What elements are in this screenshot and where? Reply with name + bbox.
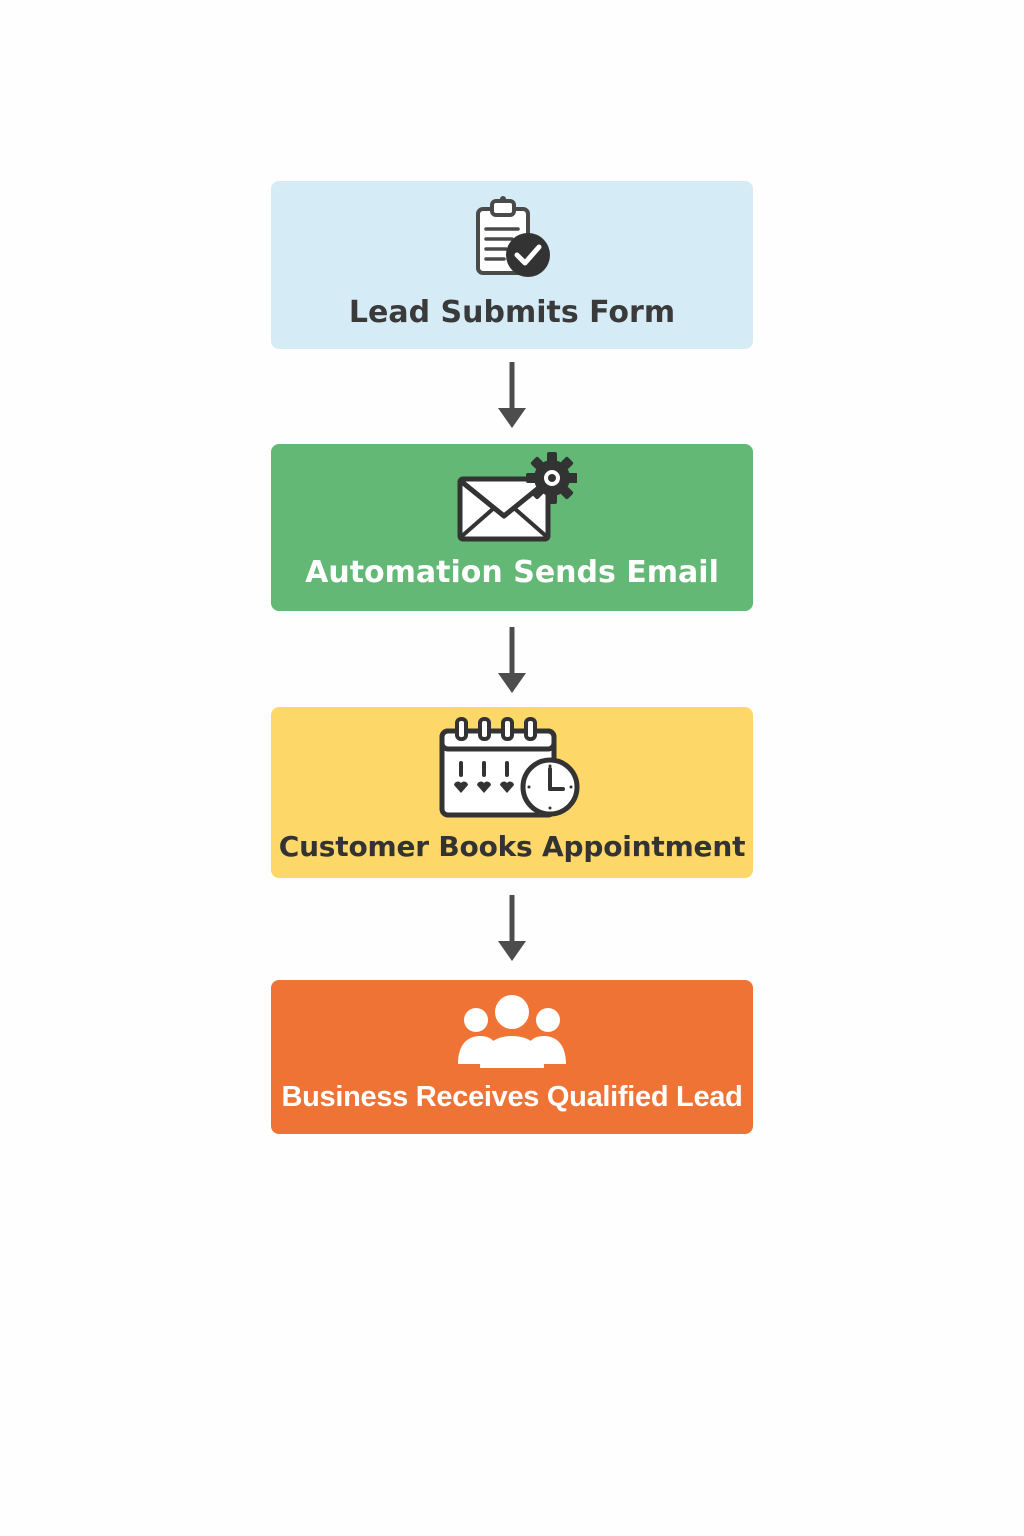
arrow-down-icon [498, 627, 526, 693]
step-label: Customer Books Appointment [278, 830, 746, 863]
step-label: Automation Sends Email [305, 555, 719, 590]
step-label: Business Receives Qualified Lead [281, 1081, 743, 1113]
clipboard-check-icon [476, 196, 550, 277]
people-group-icon [458, 995, 566, 1068]
step-label: Lead Submits Form [348, 295, 676, 330]
arrow-down-icon [498, 895, 526, 961]
step-business-receives-qualified-lead: Business Receives Qualified Lead [271, 980, 753, 1134]
arrow-down-icon [498, 362, 526, 428]
calendar-clock-icon [439, 717, 580, 818]
step-customer-books-appointment: Customer Books Appointment [271, 707, 753, 878]
email-gear-icon [457, 452, 577, 542]
step-lead-submits-form: Lead Submits Form [271, 181, 753, 349]
step-automation-sends-email: Automation Sends Email [271, 444, 753, 611]
